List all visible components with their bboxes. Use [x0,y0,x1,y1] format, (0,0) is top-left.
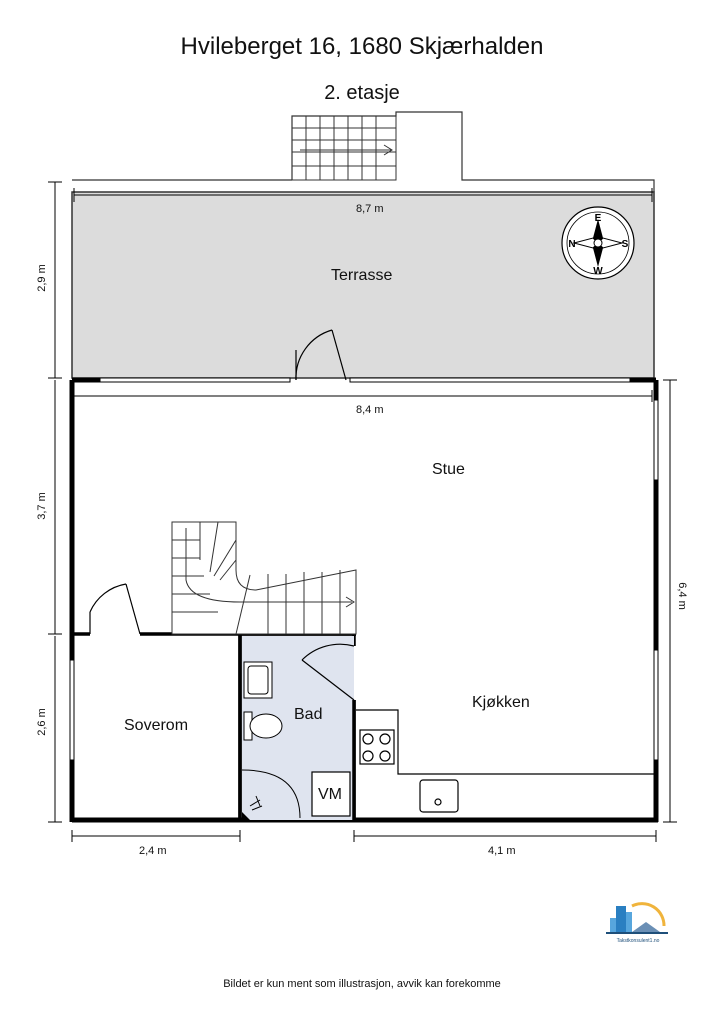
company-logo: Takstkonsulent1.no [606,902,668,944]
room-vm: VM [318,786,342,803]
toilet [243,711,283,741]
bath-door [301,643,355,701]
room-stue: Stue [432,461,465,478]
disclaimer: Bildet er kun ment som illustrasjon, avv… [223,978,501,990]
dim-terrasse-depth: 2,9 m [35,264,48,292]
logo-text: Takstkonsulent1.no [617,938,660,944]
plan-title: Hvileberget 16, 1680 Skjærhalden [180,33,544,60]
shower-head [249,795,263,811]
room-bad: Bad [294,706,323,723]
room-soverom: Soverom [124,717,189,734]
bath-sink [243,661,273,699]
terrace-area [71,191,655,379]
floor-label: 2. etasje [324,82,400,104]
upper-stair-symbol [291,115,397,181]
dim-soverom-width: 2,4 m [139,845,167,857]
room-terrasse: Terrasse [331,267,393,284]
compass-rose-icon: E W N S [561,206,635,280]
dim-stue-width: 8,4 m [356,404,384,416]
windows [69,377,659,761]
vm-box [311,771,351,817]
dim-soverom-depth: 2,6 m [35,708,48,736]
terrace-door [295,329,347,381]
terrace-outline-top [291,111,655,192]
main-stair-symbol [171,521,357,635]
kitchen-sink [419,779,459,813]
compass-s: S [622,239,629,250]
compass-n: N [568,239,575,250]
dim-total-depth: 6,4 m [675,582,688,610]
soverom-door [89,583,141,635]
shower-curve [241,769,301,819]
dim-stue-depth: 3,7 m [35,492,48,520]
dim-kjokken-width: 4,1 m [488,845,516,857]
dim-terrasse-width: 8,7 m [356,203,384,215]
compass-e: E [595,213,602,224]
kitchen-counter [356,709,656,813]
compass-w: W [593,266,603,277]
room-kjokken: Kjøkken [472,694,530,711]
